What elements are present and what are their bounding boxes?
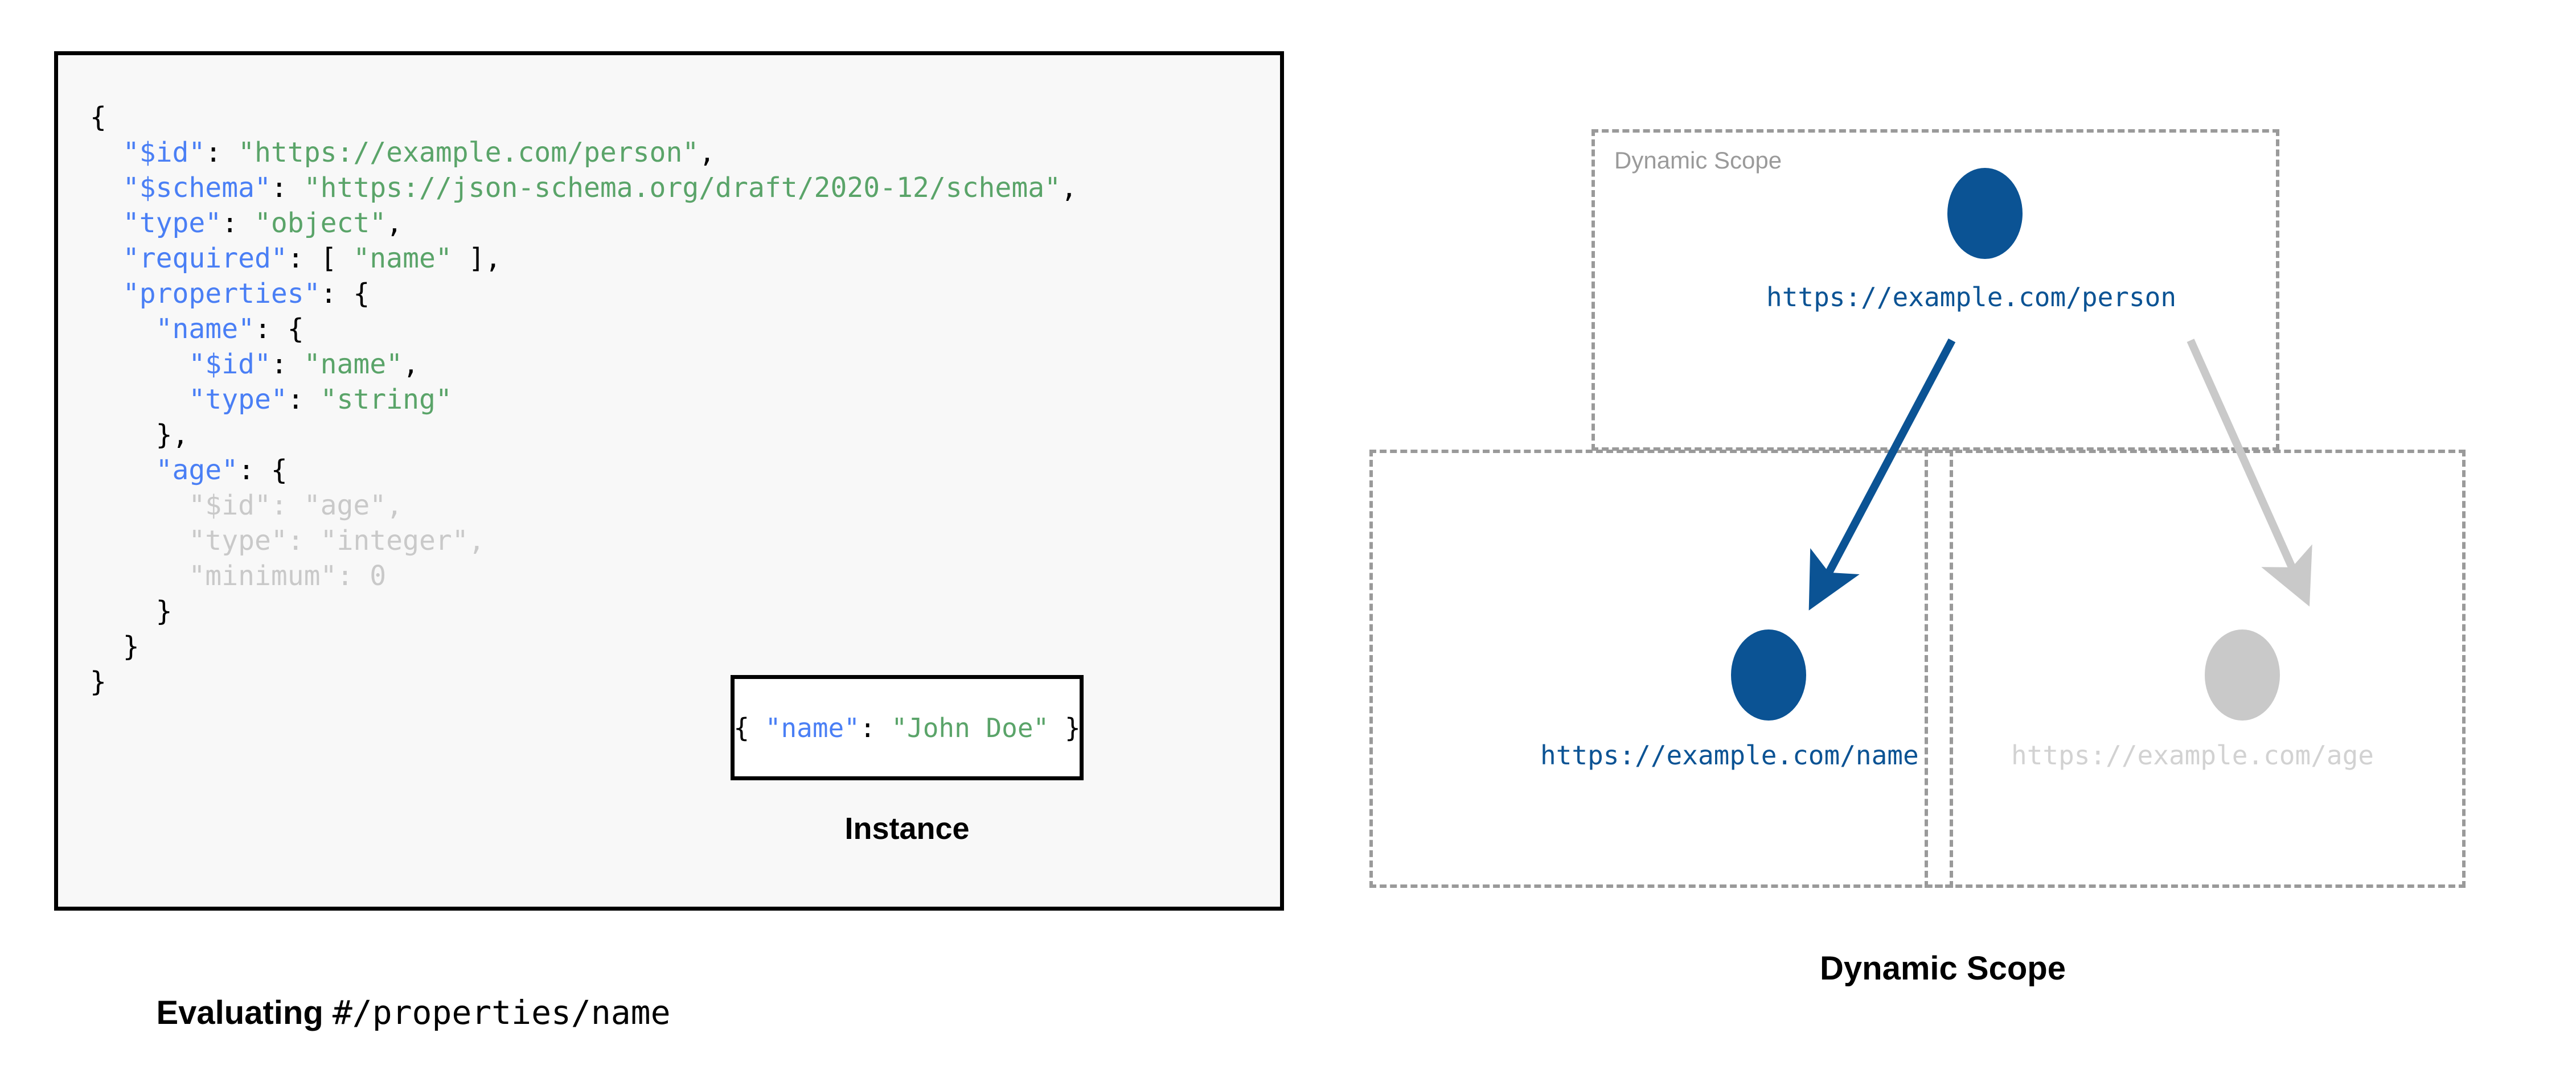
instance-code-token: "name"	[765, 712, 860, 743]
code-token	[90, 489, 188, 521]
code-token: ,	[1061, 172, 1077, 204]
code-token: "type"	[122, 207, 222, 239]
code-token: },	[90, 419, 189, 451]
code-token: :	[270, 489, 304, 521]
code-token	[90, 560, 188, 592]
code-token: "string"	[320, 384, 452, 415]
code-token: "$id"	[188, 348, 271, 380]
code-token: ,	[699, 137, 716, 168]
schema-panel: { "$id": "https://example.com/person", "…	[54, 51, 1284, 1032]
code-token: :	[205, 137, 239, 168]
dynamic-scope-caption: Dynamic Scope	[1820, 950, 2066, 987]
code-token: : {	[238, 454, 288, 486]
code-token: "minimum"	[188, 560, 337, 592]
node-circle-name	[1731, 629, 1806, 721]
code-token: :	[270, 348, 304, 380]
code-token: "name"	[353, 242, 452, 274]
dynamic-scope-label: Dynamic Scope	[1614, 147, 1782, 174]
code-token: ,	[386, 207, 403, 239]
code-token: }	[90, 666, 106, 698]
code-token: "https://example.com/person"	[238, 137, 699, 168]
code-token	[90, 348, 188, 380]
instance-box: { "name": "John Doe" }	[731, 675, 1084, 780]
code-token: ,	[403, 348, 419, 380]
evaluating-caption-bold: Evaluating	[156, 994, 333, 1031]
instance-caption: Instance	[844, 812, 970, 846]
code-token: :	[270, 172, 304, 204]
code-token: }	[90, 595, 173, 627]
code-token: "required"	[122, 242, 288, 274]
code-token	[90, 525, 188, 557]
code-token	[90, 454, 156, 486]
node-label-name: https://example.com/name	[1540, 740, 1919, 771]
code-token: "name"	[155, 313, 255, 345]
code-token: ],	[452, 242, 502, 274]
code-token	[90, 313, 156, 345]
node-label-person: https://example.com/person	[1766, 282, 2177, 312]
code-token: }	[90, 631, 140, 662]
code-token: "$id"	[188, 489, 271, 521]
code-token: "type"	[188, 525, 288, 557]
instance-code-token: {	[733, 712, 765, 743]
code-token	[90, 207, 123, 239]
code-token: ,	[386, 489, 403, 521]
code-token: "age"	[155, 454, 239, 486]
code-token: ,	[468, 525, 485, 557]
instance-code-token: }	[1049, 712, 1081, 743]
evaluating-caption: Evaluating #/properties/name	[120, 955, 671, 1070]
node-label-age: https://example.com/age	[2011, 740, 2374, 771]
code-token: "$schema"	[122, 172, 271, 204]
schema-code-text: { "$id": "https://example.com/person", "…	[90, 100, 1077, 699]
node-circle-age	[2205, 629, 2280, 721]
code-token	[90, 242, 123, 274]
scope-box-name	[1369, 450, 1953, 888]
code-token: : {	[254, 313, 304, 345]
code-token: :	[221, 207, 255, 239]
code-token: :	[287, 384, 321, 415]
dynamic-scope-panel: Dynamic Scope https://example.com/person…	[1310, 0, 2576, 1053]
code-token: : {	[320, 278, 370, 310]
instance-code-token: "John Doe"	[891, 712, 1049, 743]
code-token	[90, 384, 188, 415]
code-token: {	[90, 101, 106, 133]
code-token: "properties"	[122, 278, 321, 310]
code-token: "$id"	[122, 137, 206, 168]
code-token	[90, 172, 123, 204]
code-token: : [	[287, 242, 354, 274]
code-token: 0	[370, 560, 387, 592]
code-token: "object"	[254, 207, 387, 239]
code-token: "age"	[303, 489, 387, 521]
code-token: "https://json-schema.org/draft/2020-12/s…	[303, 172, 1061, 204]
code-token: "integer"	[320, 525, 469, 557]
evaluating-caption-pointer: #/properties/name	[332, 993, 671, 1032]
scope-box-age	[1925, 450, 2466, 888]
schema-code-block: { "$id": "https://example.com/person", "…	[54, 51, 1284, 911]
node-circle-person	[1947, 168, 2023, 259]
code-token: :	[287, 525, 321, 557]
code-token: "name"	[303, 348, 403, 380]
code-token: "type"	[188, 384, 288, 415]
code-token	[90, 278, 123, 310]
code-token: :	[337, 560, 370, 592]
instance-code-text: { "name": "John Doe" }	[733, 713, 1080, 743]
code-token	[90, 137, 123, 168]
instance-code-token: :	[859, 712, 892, 743]
